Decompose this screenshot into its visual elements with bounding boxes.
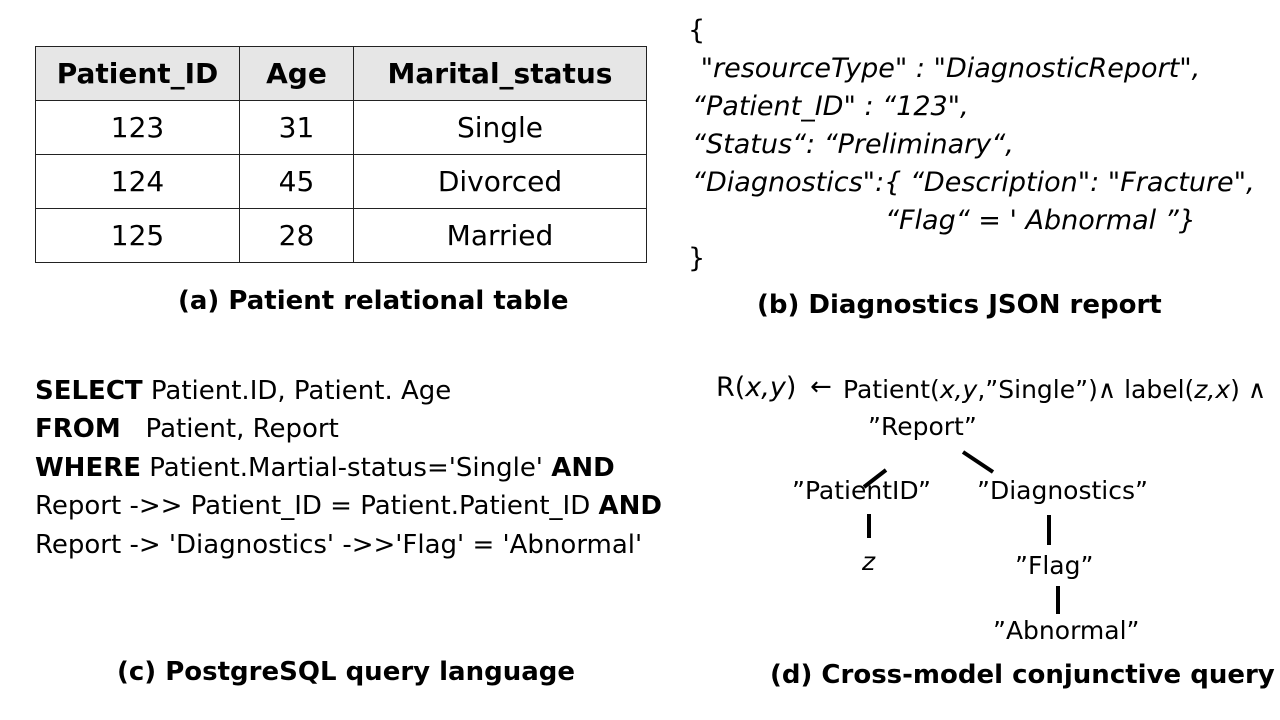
- node-diagnostics: ”Diagnostics”: [977, 476, 1148, 505]
- sql-line-flag: Report -> 'Diagnostics' ->>'Flag' = 'Abn…: [35, 530, 643, 560]
- table-cell: Married: [353, 208, 647, 263]
- sql-text: Patient.ID, Patient. Age: [142, 376, 452, 406]
- sql-line-where: WHERE Patient.Martial-status='Single' AN…: [35, 449, 615, 487]
- edge-report-diagnostics: [961, 450, 995, 474]
- patient-table: Patient_ID Age Marital_status 123 31 Sin…: [35, 46, 647, 263]
- table-row: 125 28 Married: [35, 208, 647, 263]
- table-cell: Divorced: [353, 154, 647, 209]
- body-predicate: Patient(: [843, 375, 940, 404]
- table-cell: 28: [239, 208, 354, 263]
- node-report: ”Report”: [868, 412, 977, 441]
- body-variables: x,y: [939, 375, 978, 404]
- sql-keyword: FROM: [35, 414, 121, 444]
- sql-text: Report ->> Patient_ID = Patient.Patient_…: [35, 491, 599, 521]
- edge-report-patientid: [862, 468, 888, 489]
- sql-keyword: AND: [551, 453, 615, 483]
- table-row: 123 31 Single: [35, 100, 647, 155]
- json-line: “Status“: “Preliminary“,: [692, 129, 1014, 160]
- body-constant: ,”Single”)∧ label(: [977, 375, 1195, 404]
- table-cell: 124: [35, 154, 240, 209]
- caption-c: (c) PostgreSQL query language: [117, 657, 576, 687]
- sql-keyword: SELECT: [35, 376, 143, 406]
- sql-keyword: AND: [598, 491, 662, 521]
- sql-line-select: SELECT Patient.ID, Patient. Age: [35, 372, 451, 410]
- node-flag: ”Flag”: [1015, 551, 1094, 580]
- sql-keyword: WHERE: [35, 453, 141, 483]
- table-row: 124 45 Divorced: [35, 154, 647, 209]
- node-abnormal: ”Abnormal”: [993, 616, 1140, 645]
- json-line: "resourceType" : "DiagnosticReport",: [692, 53, 1201, 84]
- arrow-icon: ←: [810, 372, 832, 402]
- json-line: “Diagnostics":{ “Description": "Fracture…: [692, 167, 1255, 198]
- sql-text: Patient, Report: [120, 414, 339, 444]
- table-cell: Single: [353, 100, 647, 155]
- sql-text: Patient.Martial-status='Single': [140, 453, 552, 483]
- node-z: z: [862, 547, 876, 576]
- head-close: ): [785, 372, 797, 403]
- json-line: “Patient_ID" : “123",: [692, 91, 969, 122]
- caption-b: (b) Diagnostics JSON report: [757, 290, 1162, 320]
- head-predicate: R(: [716, 372, 746, 403]
- table-cell: 125: [35, 208, 240, 263]
- query-body: Patient(x,y,”Single”)∧ label(z,x) ∧: [843, 375, 1266, 404]
- sql-line-join: Report ->> Patient_ID = Patient.Patient_…: [35, 487, 662, 525]
- query-head: R(x,y): [716, 372, 796, 403]
- head-variables: x,y: [745, 372, 786, 403]
- caption-d: (d) Cross-model conjunctive query: [770, 660, 1275, 690]
- sql-line-from: FROM Patient, Report: [35, 410, 339, 448]
- table-cell: 123: [35, 100, 240, 155]
- node-patientid: ”PatientID”: [792, 476, 931, 505]
- table-header-row: Patient_ID Age Marital_status: [35, 46, 647, 101]
- json-close-brace: }: [688, 243, 706, 274]
- body-label-variables: z,x: [1194, 375, 1231, 404]
- caption-a: (a) Patient relational table: [178, 286, 569, 316]
- column-header: Patient_ID: [35, 46, 240, 101]
- json-line: “Flag“ = ' Abnormal ”}: [885, 205, 1196, 236]
- body-conjunction: ) ∧: [1230, 375, 1267, 404]
- json-open-brace: {: [688, 15, 706, 46]
